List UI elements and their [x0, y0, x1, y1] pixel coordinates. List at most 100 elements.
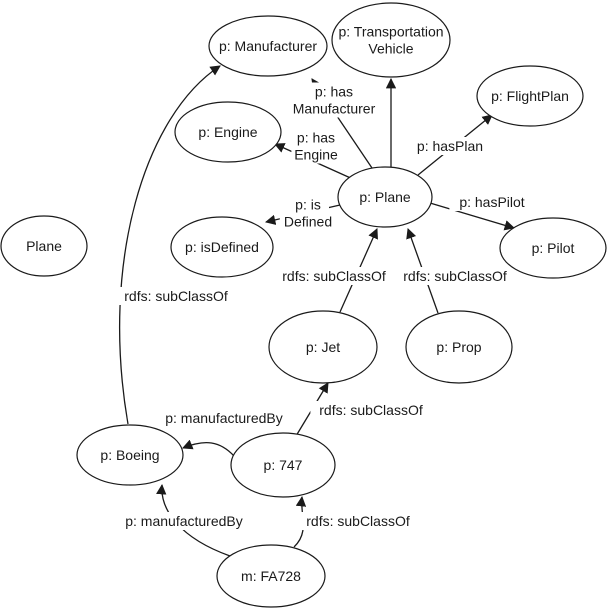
edge-plane-has-pilot: p: hasPilot [429, 193, 535, 231]
edge-label-text-line-2: Engine [294, 147, 338, 163]
edge-label-text: rdfs: subClassOf [282, 268, 386, 284]
edge-label-text: p: hasPilot [459, 194, 524, 210]
edge-plane-is-defined: p: isDefined [264, 195, 341, 231]
node-ellipse [337, 166, 433, 228]
edge-b747-manufactured-by-boeing: p: manufacturedBy [159, 409, 289, 457]
edge-label-background [291, 128, 341, 147]
node-plane: p: Plane [337, 166, 433, 228]
node-label: Plane [26, 238, 62, 254]
edge-label-background [279, 212, 337, 231]
edge-label-background [287, 99, 381, 118]
edge-label: p: isDefined [279, 195, 337, 231]
edge-b747-subclass-jet: rdfs: subClassOf [295, 382, 432, 437]
node-label-line-1: p: Transportation [338, 24, 443, 40]
edge-label-background [291, 145, 341, 164]
edge-label-text: rdfs: subClassOf [319, 402, 423, 418]
node-label: p: Prop [436, 339, 481, 355]
node-flightplan: p: FlightPlan [476, 65, 584, 127]
node-ellipse [76, 424, 184, 486]
edge-label: p: hasPilot [449, 193, 535, 211]
node-label: p: Engine [198, 124, 257, 140]
node-ellipse [268, 310, 378, 384]
edge-label-text-line-2: Manufacturer [293, 101, 376, 117]
edge-label: p: hasPlan [411, 137, 489, 155]
edge-arrow [429, 202, 515, 231]
node-label: p: Jet [306, 339, 340, 355]
edge-label: p: manufacturedBy [119, 512, 249, 530]
edge-label: rdfs: subClassOf [310, 401, 432, 419]
node-plane-standalone: Plane [0, 215, 88, 277]
node-label: p: Plane [359, 189, 411, 205]
node-ellipse [476, 65, 584, 127]
edge-label-text: rdfs: subClassOf [306, 513, 410, 529]
node-pilot: p: Pilot [499, 217, 607, 279]
edge-label-background [449, 193, 535, 211]
node-ellipse [208, 15, 328, 77]
edge-label: rdfs: subClassOf [273, 267, 395, 285]
edge-label-background [287, 195, 329, 214]
node-label: p: Manufacturer [219, 38, 317, 54]
node-ellipse [331, 2, 451, 78]
node-ellipse [230, 432, 336, 498]
node-label: p: Boeing [100, 447, 159, 463]
edge-label-background [309, 82, 359, 101]
node-manufacturer: p: Manufacturer [208, 15, 328, 77]
node-ellipse [170, 216, 274, 278]
edge-label-text: p: manufacturedBy [165, 410, 283, 426]
edge-fa728-subclass-747: rdfs: subClassOf [293, 495, 419, 548]
node-isdefined: p: isDefined [170, 216, 274, 278]
edge-label-background [297, 512, 419, 530]
edge-label: rdfs: subClassOf [297, 512, 419, 530]
edge-jet-subclass-plane: rdfs: subClassOf [273, 228, 395, 313]
edge-plane-has-plan: p: hasPlan [411, 114, 493, 176]
node-ellipse [499, 217, 607, 279]
edge-label: rdfs: subClassOf [394, 267, 516, 285]
edge-label-text-line-1: p: has [315, 84, 353, 100]
node-label: p: FlightPlan [491, 88, 569, 104]
edge-label-background [273, 267, 395, 285]
node-b747: p: 747 [230, 432, 336, 498]
edge-fa728-manufactured-by-boeing: p: manufacturedBy [119, 483, 249, 557]
edge-label-background [115, 287, 237, 305]
edge-label-text: p: hasPlan [417, 138, 483, 154]
edge-prop-subclass-plane: rdfs: subClassOf [394, 228, 516, 314]
edge-label-text-line-1: p: is [295, 197, 321, 213]
edge-arrow [182, 439, 235, 457]
node-label: p: isDefined [185, 239, 259, 255]
node-boeing: p: Boeing [76, 424, 184, 486]
node-engine: p: Engine [174, 101, 282, 163]
edge-label: p: manufacturedBy [159, 409, 289, 427]
edge-label-background [394, 267, 516, 285]
node-label-line-2: Vehicle [368, 41, 413, 57]
node-label: p: Pilot [532, 240, 575, 256]
node-label: m: FA728 [241, 568, 301, 584]
node-ellipse [174, 101, 282, 163]
edge-label-text-line-1: p: has [297, 130, 335, 146]
node-prop: p: Prop [405, 310, 513, 384]
edge-label-text-line-2: Defined [284, 214, 332, 230]
node-fa728: m: FA728 [216, 544, 326, 608]
edge-label-background [310, 401, 432, 419]
node-jet: p: Jet [268, 310, 378, 384]
edge-label: rdfs: subClassOf [115, 287, 237, 305]
edge-label-background [411, 137, 489, 155]
edge-arrow [118, 65, 221, 425]
edge-label-text: p: manufacturedBy [125, 513, 243, 529]
node-label: p: 747 [264, 457, 303, 473]
edge-boeing-subclass-manufacturer: rdfs: subClassOf [115, 65, 237, 425]
edge-label-background [119, 512, 249, 530]
node-ellipse [0, 215, 88, 277]
edge-label-text: rdfs: subClassOf [403, 268, 507, 284]
edge-label-background [159, 409, 289, 427]
node-ellipse [405, 310, 513, 384]
node-ellipse [216, 544, 326, 608]
edge-label-text: rdfs: subClassOf [124, 288, 228, 304]
